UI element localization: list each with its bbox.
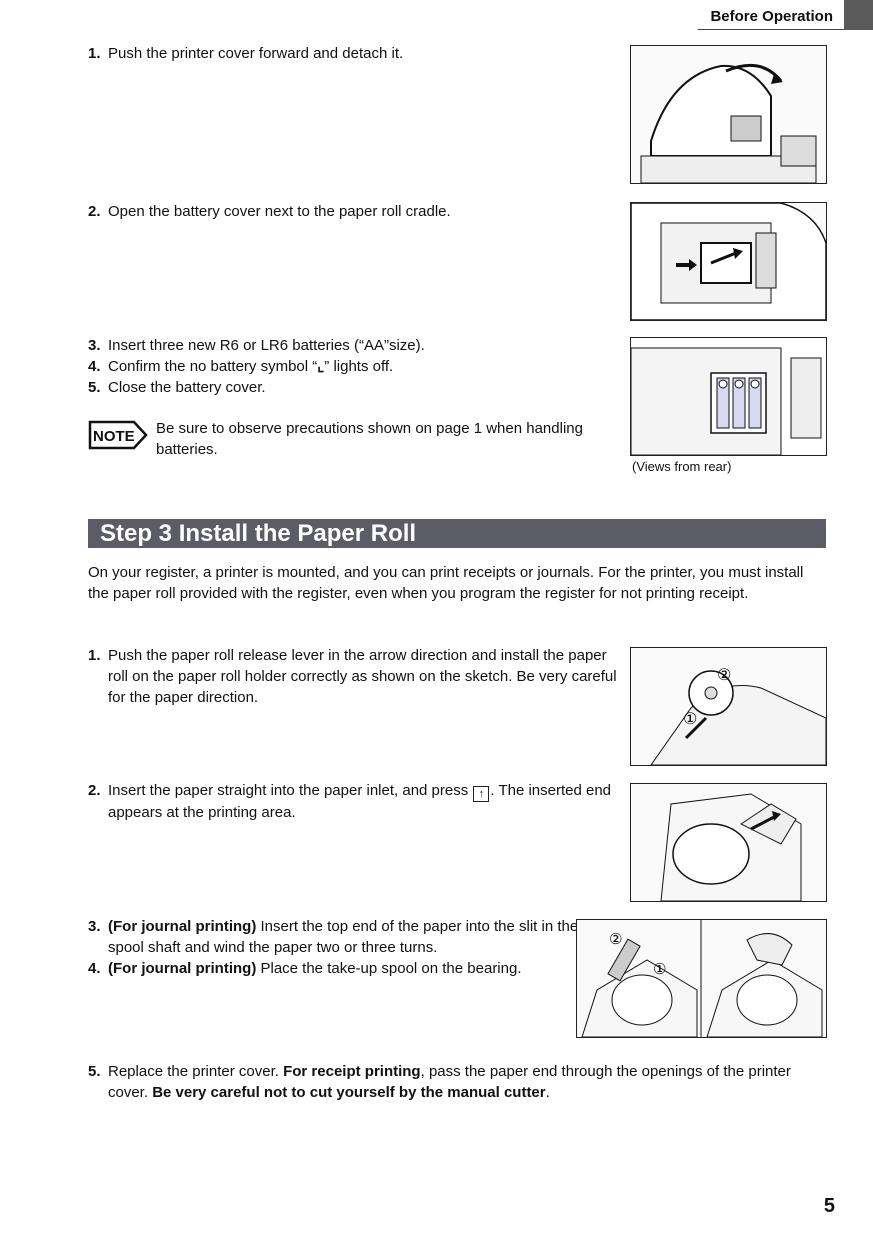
header-rule xyxy=(698,29,844,30)
paper-step-2: 2. Insert the paper straight into the pa… xyxy=(88,782,612,821)
paper-step-5: 5. Replace the printer cover. For receip… xyxy=(88,1063,791,1101)
step3-heading: Step 3 Install the Paper Roll xyxy=(88,519,826,548)
figure-printer-cover-removal xyxy=(630,45,827,184)
views-caption: (Views from rear) xyxy=(632,459,732,474)
page-number: 5 xyxy=(823,1195,835,1217)
figure-battery-cover-open xyxy=(630,202,827,321)
paper-step-4: 4. (For journal printing) Place the take… xyxy=(88,960,522,977)
step3-intro: On your register, a printer is mounted, … xyxy=(88,564,804,602)
battery-step-1: 1. Push the printer cover forward and de… xyxy=(88,45,404,62)
paper-step-3: 3. (For journal printing) Insert the top… xyxy=(88,918,579,956)
note-badge-label: NOTE xyxy=(93,428,135,445)
battery-step-3: 3. Insert three new R6 or LR6 batteries … xyxy=(88,337,425,354)
circle-1-label: ① xyxy=(683,709,697,728)
circle-2-label: ② xyxy=(717,665,731,684)
battery-step-4: 4. Confirm the no battery symbol “⌞” lig… xyxy=(88,358,394,375)
battery-step-2: 2. Open the battery cover next to the pa… xyxy=(88,203,451,220)
figure-paper-roll-holder: ② ① xyxy=(630,647,827,766)
note-text: Be sure to observe precautions shown on … xyxy=(156,420,583,458)
figure-take-up-spool: ② ① xyxy=(576,919,827,1038)
paper-feed-key-icon: ↑ xyxy=(473,786,490,802)
figure-battery-compartment xyxy=(630,337,827,456)
section-title: Before Operation xyxy=(710,8,833,25)
circle-1-label: ① xyxy=(653,960,666,978)
battery-step-5: 5. Close the battery cover. xyxy=(88,379,266,396)
header-tab xyxy=(844,0,873,30)
no-battery-symbol: ⌞ xyxy=(317,358,325,375)
paper-step-1: 1. Push the paper roll release lever in … xyxy=(88,647,617,706)
circle-2-label: ② xyxy=(609,930,622,948)
figure-paper-inlet xyxy=(630,783,827,902)
note-icon: NOTE xyxy=(88,419,148,451)
